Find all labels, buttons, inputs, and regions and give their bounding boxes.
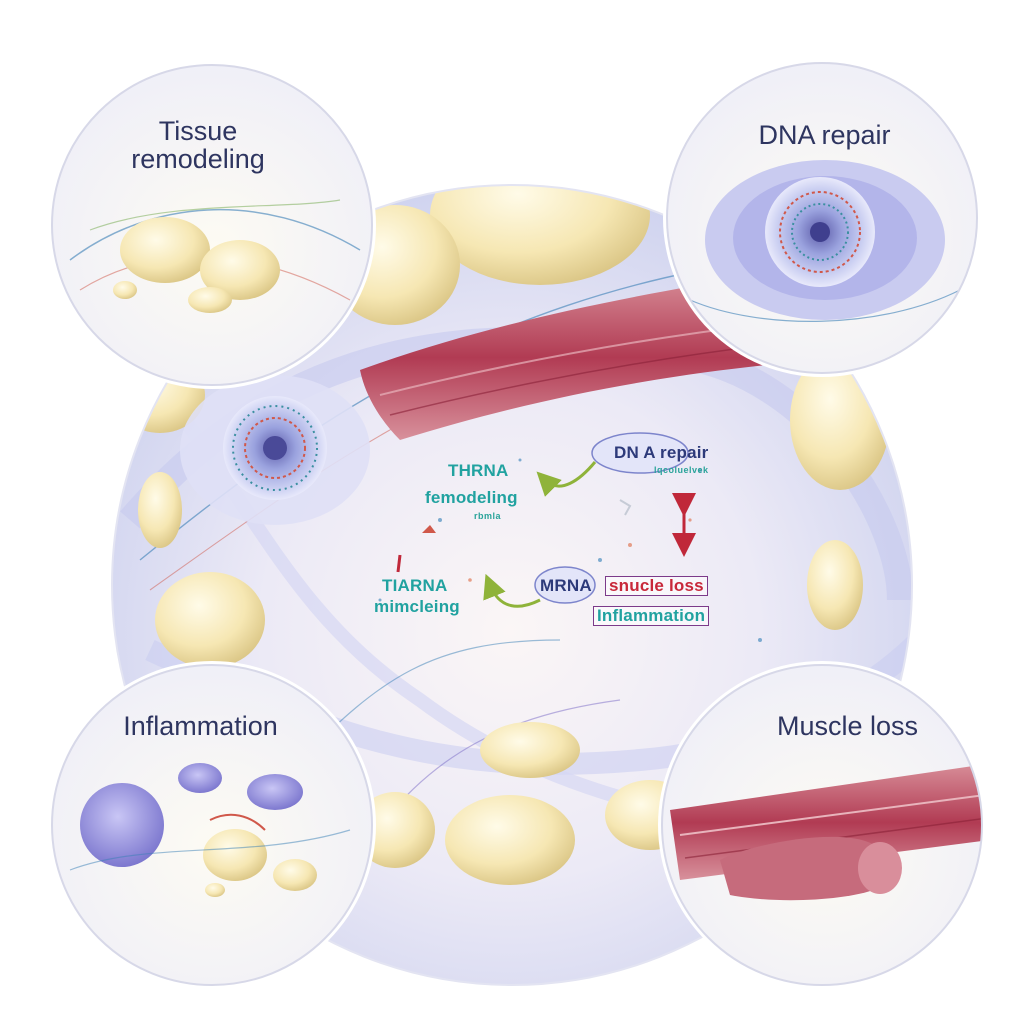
pathway-arrows — [396, 461, 696, 608]
center-label-inflammation: Inflammation — [593, 606, 710, 626]
center-label-thrna: THRNA — [448, 461, 509, 480]
inset-title-tissue-remodeling: Tissue remodeling — [118, 117, 278, 174]
center-label-dna-repair: DN A repair — [614, 443, 709, 462]
inset-muscle-loss-art — [658, 661, 986, 989]
center-label-mrna: MRNA — [540, 576, 592, 595]
inset-title-dna-repair: DNA repair — [758, 120, 891, 150]
center-label-femodeling: femodeling — [425, 488, 518, 507]
center-label-mimcleing: mimcleing — [374, 597, 460, 616]
inset-inflammation-art — [48, 661, 376, 989]
center-label-lqcoluelvek: lqcoluelvek — [654, 465, 709, 475]
center-label-muscle-loss: snucle loss — [605, 576, 708, 596]
inset-dna-repair-art — [663, 59, 981, 377]
center-label-tiarna: TIARNA — [382, 576, 448, 595]
inset-title-inflammation: Inflammation — [123, 711, 278, 741]
inset-title-muscle-loss: Muscle loss — [776, 711, 919, 741]
center-label-rbmla: rbmla — [474, 511, 502, 521]
inset-title-line2: remodeling — [131, 144, 265, 175]
inset-title-line1: Tissue — [158, 116, 238, 146]
inset-tissue-remodeling-art — [48, 61, 376, 389]
